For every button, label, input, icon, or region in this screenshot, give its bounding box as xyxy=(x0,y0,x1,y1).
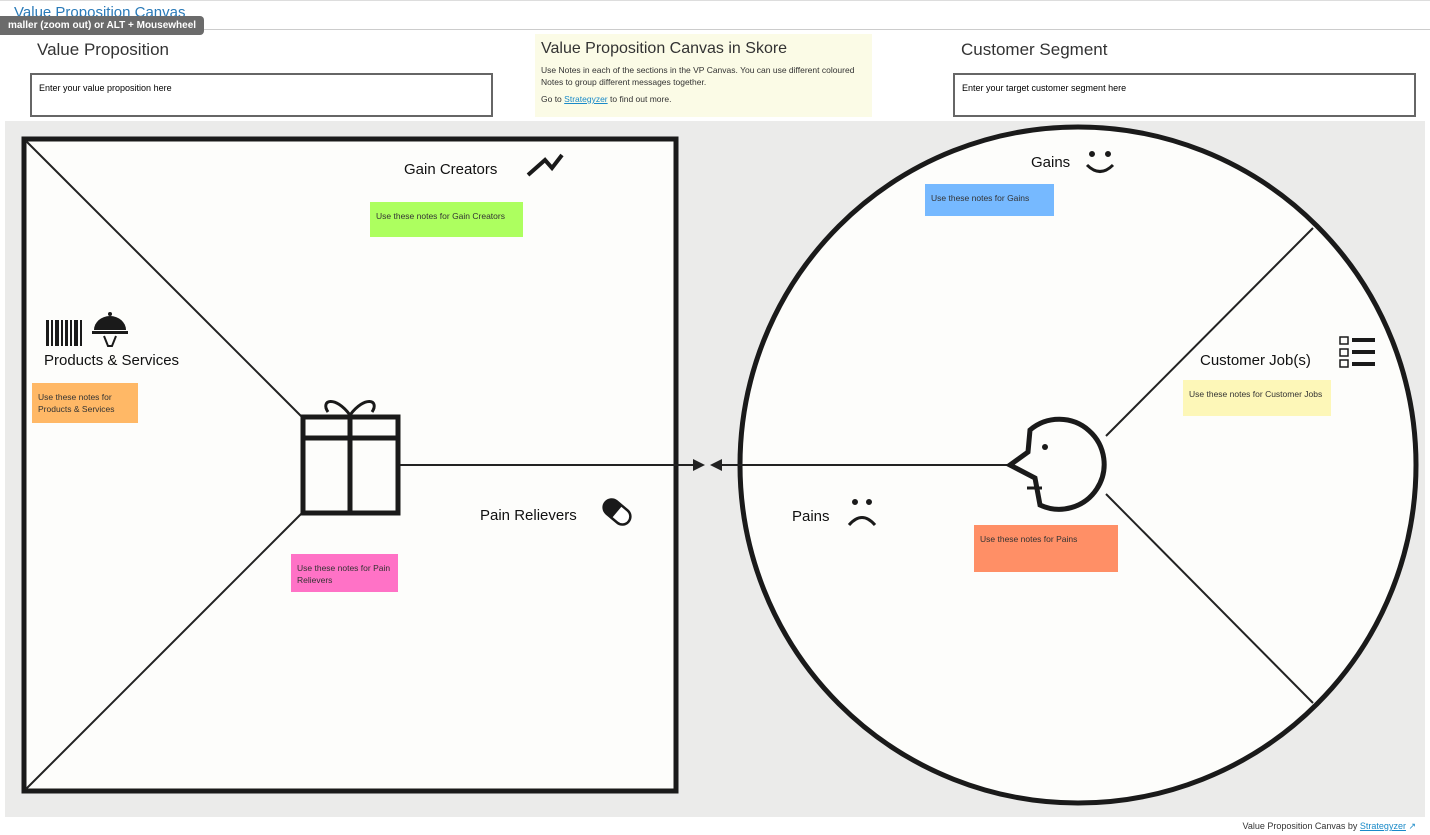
frown-icon xyxy=(847,499,877,527)
arrow-right-icon xyxy=(693,459,705,471)
external-link-icon: ↗ xyxy=(1405,821,1416,831)
strategyzer-link[interactable]: Strategyzer xyxy=(564,94,608,104)
note-pain-relievers[interactable]: Use these notes for Pain Relievers xyxy=(291,554,398,592)
note-pains[interactable]: Use these notes for Pains xyxy=(974,525,1118,572)
gains-label: Gains xyxy=(1031,154,1071,171)
info-goto-suffix: to find out more. xyxy=(610,94,672,104)
value-proposition-input[interactable]: Enter your value proposition here xyxy=(30,73,493,117)
gift-icon xyxy=(300,400,401,516)
note-gains[interactable]: Use these notes for Gains xyxy=(925,184,1054,216)
note-customer-jobs[interactable]: Use these notes for Customer Jobs xyxy=(1183,380,1331,416)
value-proposition-heading: Value Proposition xyxy=(37,40,169,59)
checklist-icon xyxy=(1339,336,1375,368)
face-icon xyxy=(1005,416,1107,512)
pain-relievers-label: Pain Relievers xyxy=(480,507,577,524)
pill-icon xyxy=(602,498,632,526)
arrow-left-icon xyxy=(710,459,722,471)
customer-segment-heading: Customer Segment xyxy=(961,40,1108,59)
footer: Value Proposition Canvas by Strategyzer … xyxy=(1243,821,1417,832)
pains-label: Pains xyxy=(792,508,830,525)
customer-jobs-label: Customer Job(s) xyxy=(1200,352,1311,369)
smile-icon xyxy=(1085,151,1115,173)
info-text: Use Notes in each of the sections in the… xyxy=(541,65,855,87)
footer-strategyzer-link[interactable]: Strategyzer xyxy=(1359,821,1406,831)
gain-creators-label: Gain Creators xyxy=(404,161,498,178)
zoom-tooltip: maller (zoom out) or ALT + Mousewheel xyxy=(0,16,205,35)
customer-segment-input[interactable]: Enter your target customer segment here xyxy=(953,73,1416,117)
service-cloche-icon xyxy=(92,312,128,347)
info-panel: Value Proposition Canvas in Skore Use No… xyxy=(535,34,872,117)
products-services-label: Products & Services xyxy=(44,352,180,369)
info-heading: Value Proposition Canvas in Skore xyxy=(541,40,788,57)
note-gain-creators[interactable]: Use these notes for Gain Creators xyxy=(370,202,523,237)
note-products-services[interactable]: Use these notes for Products & Services xyxy=(32,383,138,423)
info-goto-prefix: Go to xyxy=(541,94,562,104)
trend-up-icon xyxy=(526,153,564,177)
top-bar xyxy=(0,0,1430,30)
barcode-icon xyxy=(46,320,82,346)
footer-prefix: Value Proposition Canvas by xyxy=(1242,821,1358,831)
